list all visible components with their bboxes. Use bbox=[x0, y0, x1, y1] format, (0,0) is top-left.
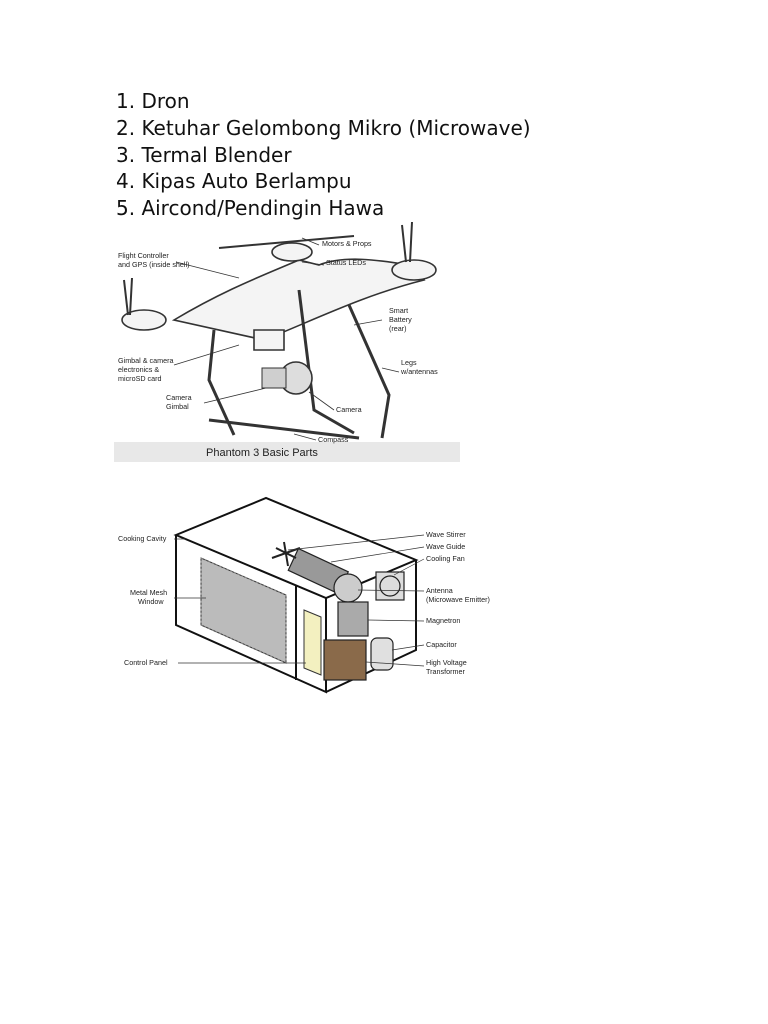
leg-rear bbox=[347, 304, 391, 439]
antenna-part bbox=[333, 573, 363, 603]
control-panel bbox=[303, 609, 322, 676]
label-magnetron: Magnetron bbox=[426, 616, 460, 625]
label-cooking-cavity: Cooking Cavity bbox=[118, 534, 167, 543]
label-cooling-fan: Cooling Fan bbox=[426, 554, 465, 563]
prop-left bbox=[123, 277, 133, 316]
label-high-voltage: Transformer bbox=[426, 667, 465, 676]
prop-right bbox=[401, 221, 413, 263]
drone-illustration: Flight Controller and GPS (inside shell)… bbox=[114, 220, 460, 462]
magnetron bbox=[337, 601, 369, 637]
drone-caption: Phantom 3 Basic Parts bbox=[206, 447, 318, 459]
label-camera: Camera bbox=[336, 405, 362, 414]
leg-skid bbox=[208, 418, 360, 440]
list-item: 5. Aircond/Pendingin Hawa bbox=[116, 196, 385, 221]
label-motors-props: Motors & Props bbox=[322, 239, 372, 248]
label-metal-mesh: Window bbox=[138, 597, 164, 606]
prop-top bbox=[218, 235, 355, 249]
camera-gimbal bbox=[261, 367, 287, 389]
label-gimbal-electronics: Gimbal & camera bbox=[118, 356, 174, 365]
label-compass: Compass bbox=[318, 435, 349, 444]
label-gimbal-electronics: microSD card bbox=[118, 374, 162, 383]
drone-diagram: Flight Controller and GPS (inside shell)… bbox=[114, 220, 460, 462]
motor-top bbox=[271, 242, 313, 262]
microwave-illustration: Cooking Cavity Metal Mesh Window Control… bbox=[116, 480, 506, 720]
leg-front-right bbox=[297, 289, 355, 435]
wave-stirrer bbox=[271, 541, 301, 567]
label-camera-gimbal: Gimbal bbox=[166, 402, 189, 411]
label-flight-controller: and GPS (inside shell) bbox=[118, 260, 190, 269]
label-legs: w/antennas bbox=[400, 367, 438, 376]
caption-band bbox=[114, 442, 460, 462]
motor-right bbox=[391, 259, 437, 281]
label-legs: Legs bbox=[401, 358, 417, 367]
label-control-panel: Control Panel bbox=[124, 658, 168, 667]
label-capacitor: Capacitor bbox=[426, 640, 457, 649]
list-item: 4. Kipas Auto Berlampu bbox=[116, 169, 352, 194]
label-metal-mesh: Metal Mesh bbox=[130, 588, 167, 597]
label-gimbal-electronics: electronics & bbox=[118, 365, 159, 374]
microwave-diagram: Cooking Cavity Metal Mesh Window Control… bbox=[116, 480, 506, 720]
label-wave-guide: Wave Guide bbox=[426, 542, 465, 551]
list-item: 3. Termal Blender bbox=[116, 142, 292, 167]
label-smart-battery: Smart bbox=[389, 306, 408, 315]
transformer bbox=[323, 639, 367, 681]
motor-left bbox=[121, 309, 167, 331]
capacitor bbox=[370, 637, 394, 671]
label-flight-controller: Flight Controller bbox=[118, 251, 169, 260]
list-item: 2. Ketuhar Gelombong Mikro (Microwave) bbox=[116, 115, 531, 140]
label-antenna: (Microwave Emitter) bbox=[426, 595, 490, 604]
label-high-voltage: High Voltage bbox=[426, 658, 467, 667]
label-camera-gimbal: Camera bbox=[166, 393, 192, 402]
cooling-fan bbox=[375, 571, 405, 601]
gimbal-block bbox=[253, 329, 285, 351]
leg-front-left bbox=[207, 329, 236, 436]
label-antenna: Antenna bbox=[426, 586, 453, 595]
list-item: 1. Dron bbox=[116, 89, 190, 113]
label-status-leds: Status LEDs bbox=[326, 258, 366, 267]
label-smart-battery: Battery bbox=[389, 315, 412, 324]
label-smart-battery: (rear) bbox=[389, 324, 407, 333]
label-wave-stirrer: Wave Stirrer bbox=[426, 530, 466, 539]
appliance-list: 1. Dron 2. Ketuhar Gelombong Mikro (Micr… bbox=[116, 88, 531, 222]
